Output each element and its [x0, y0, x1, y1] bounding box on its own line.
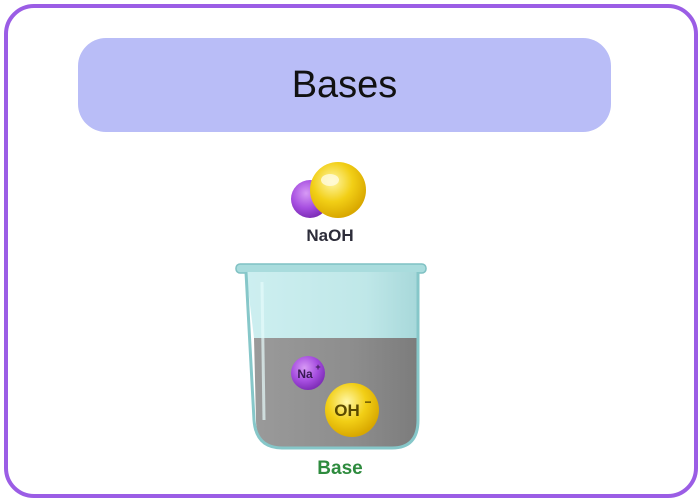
sodium-ion-label: Na — [297, 367, 313, 381]
page-title: Bases — [291, 63, 398, 106]
title-banner — [78, 38, 611, 132]
hydroxide-ion-charge: − — [364, 395, 371, 409]
beaker-label: Base — [317, 458, 363, 479]
sodium-ion-charge: + — [315, 362, 320, 372]
hydroxide-ion-label: OH — [334, 401, 360, 420]
hydroxide-ion: OH − — [325, 383, 379, 437]
molecule-label: NaOH — [306, 226, 354, 245]
o-atom — [310, 162, 366, 218]
sodium-ion: Na + — [291, 356, 325, 390]
